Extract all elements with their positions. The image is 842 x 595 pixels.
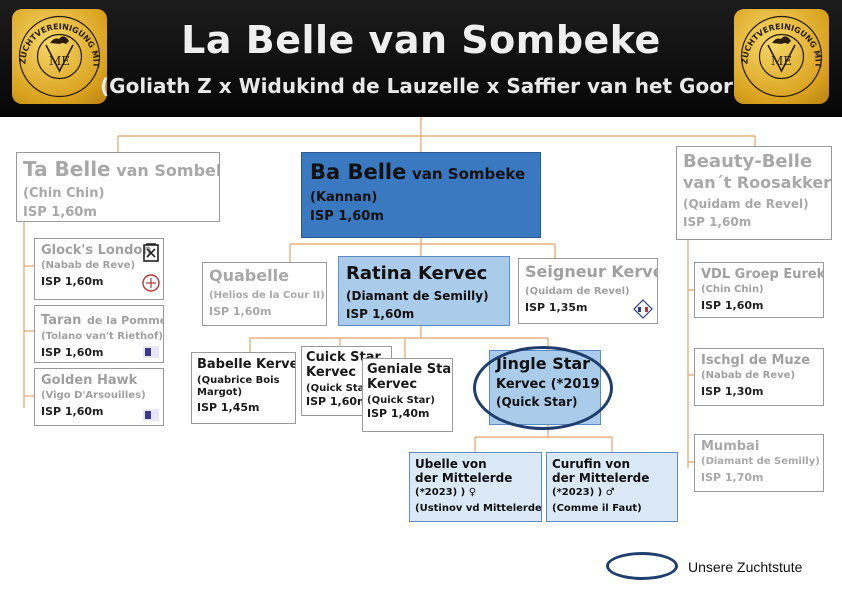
horse-box-ratina-kervec: Ratina Kervec (Diamant de Semilly) ISP 1… xyxy=(338,256,510,326)
breeding-mare-highlight-oval xyxy=(473,346,613,430)
horse-name: Mumbai xyxy=(701,439,760,454)
horse-box-curufin: Curufin von der Mittelerde (*2023) ) ♂ (… xyxy=(546,452,678,522)
horse-name: VDL Groep Eureka xyxy=(701,267,824,282)
horse-box-babelle-kervec: Babelle Kervec (Quabrice Bois Margot) IS… xyxy=(191,352,296,424)
horse-isp: ISP 1,60m xyxy=(306,395,369,409)
horse-isp: ISP 1,70m xyxy=(701,471,764,485)
page-title: La Belle van Sombeke xyxy=(181,18,661,62)
horse-isp: ISP 1,60m xyxy=(41,345,104,359)
horse-box-glocks-london: Glock's London (Nabab de Reve) ISP 1,60m xyxy=(34,238,164,300)
hanoverian-brand-icon xyxy=(143,243,159,262)
horse-sire: (Nabab de Reve) xyxy=(41,260,136,272)
horse-birth-year: (*2023) ) ♂ xyxy=(552,487,615,499)
horse-sire: (Diamant de Semilly) xyxy=(701,456,820,468)
horse-isp: ISP 1,60m xyxy=(701,299,764,313)
horse-box-taran: Taran de la Pomme (Tolano van't Riethof)… xyxy=(34,305,164,363)
horse-box-quabelle: Quabelle (Helios de la Cour II) ISP 1,60… xyxy=(202,262,327,326)
legend-label: Unsere Zuchtstute xyxy=(688,559,803,575)
horse-isp: ISP 1,40m xyxy=(367,407,430,421)
horse-box-beauty-belle: Beauty-Belle van´t Roosakker (Quidam de … xyxy=(676,146,832,240)
horse-sire: (Comme il Faut) xyxy=(552,503,642,515)
horse-name: Ubelle von xyxy=(415,457,487,471)
horse-name: Ta Belle xyxy=(23,157,111,181)
horse-name-line2: der Mittelerde xyxy=(415,471,513,486)
horse-isp: ISP 1,30m xyxy=(701,385,764,399)
horse-name-line2: der Mittelerde xyxy=(552,471,650,486)
association-seal-icon: ME ZUCHTVEREINIGUNG MITTELERDE xyxy=(734,9,823,98)
horse-name: Ba Belle xyxy=(310,160,407,184)
horse-name-suffix: van Sombeke xyxy=(411,165,526,183)
horse-isp: ISP 1,60m xyxy=(683,215,752,230)
horse-sire: (Chin Chin) xyxy=(23,185,105,201)
association-logo-right: ME ZUCHTVEREINIGUNG MITTELERDE xyxy=(734,9,829,104)
legend-oval-icon xyxy=(606,552,678,580)
horse-box-mumbai: Mumbai (Diamant de Semilly) ISP 1,70m xyxy=(694,434,824,492)
studbook-flag-icon xyxy=(143,346,159,358)
horse-box-seigneur-kervec: Seigneur Kervec (Quidam de Revel) ISP 1,… xyxy=(518,258,658,324)
horse-box-ba-belle: Ba Belle van Sombeke (Kannan) ISP 1,60m xyxy=(301,152,541,238)
horse-name: Taran xyxy=(41,313,82,328)
horse-name-line2: Kervec xyxy=(367,377,418,393)
horse-name: Curufin von xyxy=(552,457,631,471)
horse-sire: (Diamant de Semilly) xyxy=(346,289,489,304)
selle-francais-badge-icon xyxy=(633,299,653,319)
header-banner: ME ZUCHTVEREINIGUNG MITTELERDE La Belle … xyxy=(0,0,842,117)
horse-name: Babelle Kervec xyxy=(197,357,296,372)
horse-sire: (Quabrice Bois xyxy=(197,375,280,387)
horse-sire: (Quidam de Revel) xyxy=(525,285,630,297)
horse-isp: ISP 1,60m xyxy=(41,405,104,419)
horse-isp: ISP 1,60m xyxy=(23,204,97,220)
horse-name: Glock's London xyxy=(41,243,152,258)
horse-sire-continued: Margot) xyxy=(197,387,243,399)
horse-name: Quabelle xyxy=(209,266,289,285)
svg-text:ME: ME xyxy=(49,54,70,68)
horse-name: Geniale Star xyxy=(367,362,453,377)
horse-name: Ischgl de Muze xyxy=(701,353,811,368)
association-logo-left: ME ZUCHTVEREINIGUNG MITTELERDE xyxy=(12,9,107,104)
horse-sire: (Tolano van't Riethof) xyxy=(41,330,163,342)
horse-name-line2: Kervec xyxy=(306,365,357,381)
horse-isp: ISP 1,60m xyxy=(41,275,104,289)
horse-box-golden-hawk: Golden Hawk (Vigo D'Arsouilles) ISP 1,60… xyxy=(34,368,164,426)
studbook-flag-icon xyxy=(143,409,159,421)
horse-name-suffix: de la Pomme xyxy=(86,314,164,327)
horse-box-vdl-groep-eureka: VDL Groep Eureka (Chin Chin) ISP 1,60m xyxy=(694,262,824,318)
horse-box-ischgl-de-muze: Ischgl de Muze (Nabab de Reve) ISP 1,30m xyxy=(694,348,824,406)
horse-box-ta-belle: Ta Belle van Sombeke (Chin Chin) ISP 1,6… xyxy=(16,152,220,222)
horse-name: Golden Hawk xyxy=(41,373,138,388)
horse-name: Seigneur Kervec xyxy=(525,262,657,281)
svg-text:ME: ME xyxy=(771,54,792,68)
horse-birth-year: (*2023) ) ♀ xyxy=(415,487,477,499)
horse-isp: ISP 1,60m xyxy=(346,307,415,322)
horse-sire: (Vigo D'Arsouilles) xyxy=(41,390,146,402)
horse-sire: (Helios de la Cour II) xyxy=(209,289,325,301)
horse-isp: ISP 1,45m xyxy=(197,400,260,414)
horse-sire: (Quick Star) xyxy=(367,394,435,406)
horse-isp: ISP 1,35m xyxy=(525,300,588,314)
horse-sire: (Nabab de Reve) xyxy=(701,370,796,382)
horse-sire: (Quick Star) xyxy=(306,382,374,394)
horse-name: Beauty-Belle xyxy=(683,151,813,172)
horse-isp: ISP 1,60m xyxy=(209,304,272,318)
horse-sire: (Ustinov vd Mittelerde) xyxy=(415,503,542,515)
horse-sire: (Kannan) xyxy=(310,189,378,205)
horse-name-line2: van´t Roosakker xyxy=(683,173,832,193)
association-seal-icon: ME ZUCHTVEREINIGUNG MITTELERDE xyxy=(12,9,101,98)
horse-name: Ratina Kervec xyxy=(346,263,488,284)
horse-box-ubelle: Ubelle von der Mittelerde (*2023) ) ♀ (U… xyxy=(409,452,542,522)
horse-name-suffix: van Sombeke xyxy=(116,161,219,180)
holsteiner-brand-icon xyxy=(142,274,160,292)
horse-sire: (Quidam de Revel) xyxy=(683,197,809,212)
horse-sire: (Chin Chin) xyxy=(701,284,764,296)
page-subtitle: (Goliath Z x Widukind de Lauzelle x Saff… xyxy=(100,74,742,98)
horse-box-geniale-star-kervec: Geniale Star Kervec (Quick Star) ISP 1,4… xyxy=(362,358,453,432)
horse-isp: ISP 1,60m xyxy=(310,209,384,225)
